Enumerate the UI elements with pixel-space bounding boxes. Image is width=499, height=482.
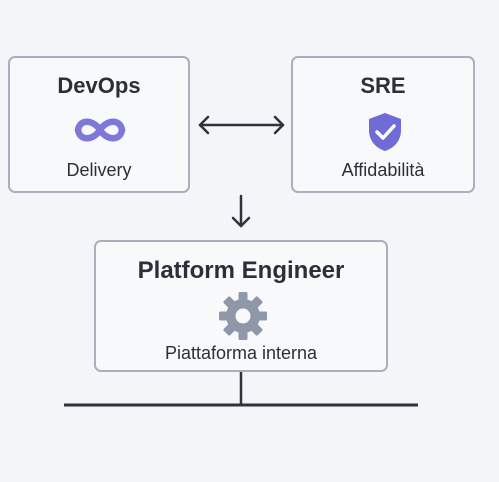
sre-node: SRE Affidabilità xyxy=(291,56,475,193)
devops-node: DevOps Delivery xyxy=(8,56,190,193)
bidirectional-arrow xyxy=(198,115,285,135)
devops-title: DevOps xyxy=(57,73,141,98)
sre-label: Affidabilità xyxy=(341,160,425,180)
platform-engineer-node: Platform Engineer Piattaforma interna xyxy=(94,240,388,372)
devops-label: Delivery xyxy=(66,160,132,180)
infinity-icon xyxy=(74,118,126,142)
sre-title: SRE xyxy=(360,73,406,98)
platform-label: Piattaforma interna xyxy=(164,343,318,363)
shield-check-icon xyxy=(369,113,401,151)
gear-icon xyxy=(219,292,267,340)
platform-title: Platform Engineer xyxy=(137,257,345,284)
down-arrow xyxy=(231,194,251,228)
